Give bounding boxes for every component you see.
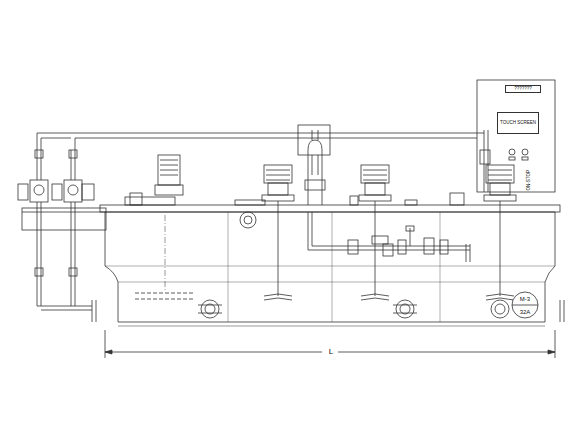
touch-screen-box: TOUCH SCREEN [497,112,539,134]
dosing-pumps [18,133,477,310]
node-text: TOUCH SCREEN [500,121,536,126]
node-text: 32A [520,309,531,315]
node-text: ??????? [514,87,532,92]
mixer-motor [125,155,183,205]
valve-manifold [308,212,470,262]
node-text: M-3 [520,296,530,302]
tank-top-flange [100,205,560,212]
pump-base-tank [22,208,106,230]
junction-box [298,125,330,205]
dimension-line [105,330,555,358]
switch-label: ON-STOP [527,170,532,190]
callout-circle [512,292,538,318]
control-panel [477,80,555,192]
name-plate: ??????? [505,85,541,94]
tank-body [105,212,555,322]
outlet-flanges [198,212,509,318]
dimension-label: L [328,348,334,356]
agitator-motors [262,165,516,300]
callout-bubble: M-3 32A [512,292,538,318]
